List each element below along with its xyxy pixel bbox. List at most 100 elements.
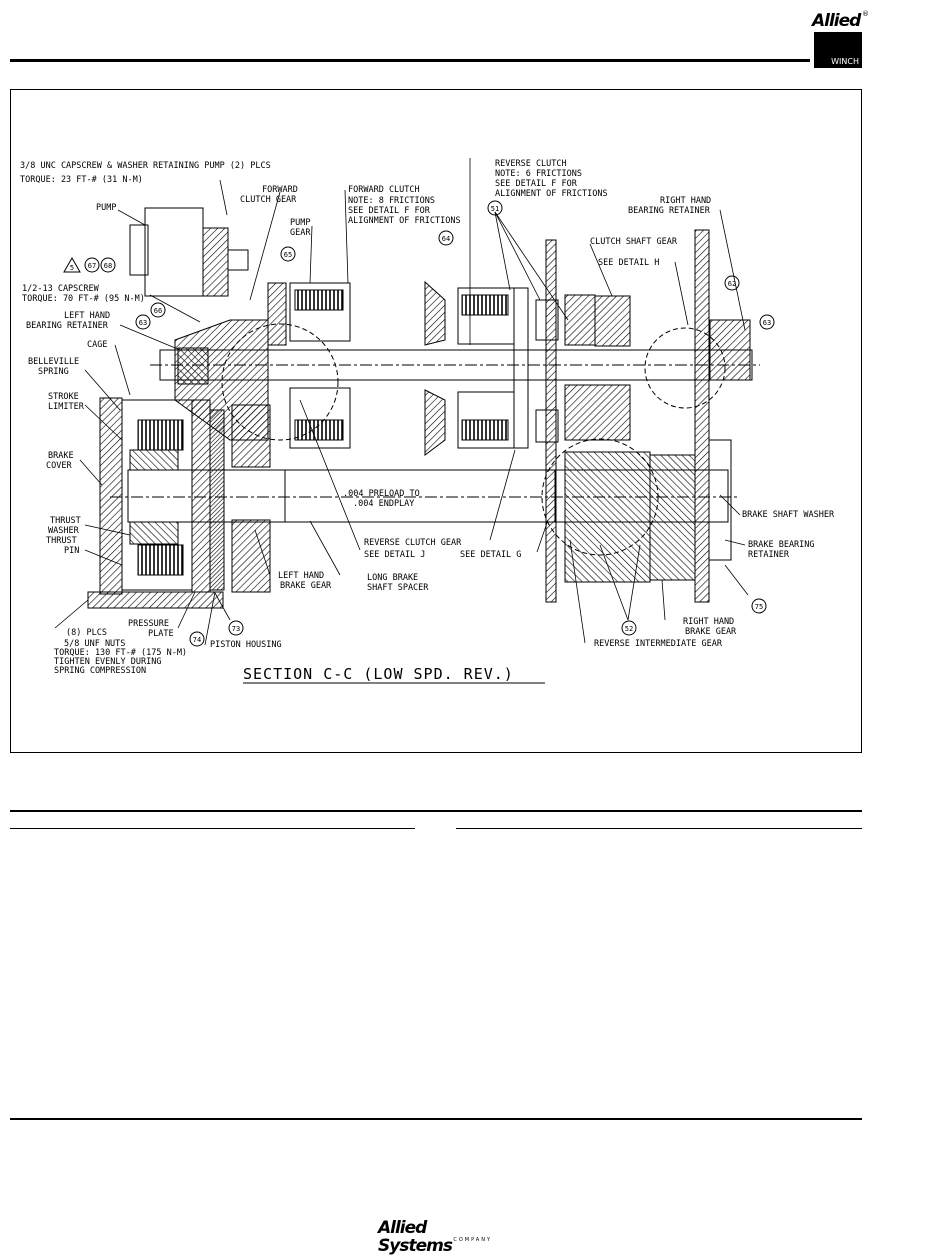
label-pressure-plate-2: PLATE: [148, 629, 174, 639]
label-brake-cover-1: BRAKE: [48, 451, 74, 461]
callout-5: 5: [70, 264, 74, 272]
label-belleville-2: SPRING: [38, 367, 69, 377]
forward-clutch-frictions: [294, 289, 344, 311]
clutch-shaft-gear-lower: [564, 384, 631, 441]
label-clutch-shaft-gear: CLUTCH SHAFT GEAR: [590, 237, 678, 247]
label-pressure-plate-1: PRESSURE: [128, 619, 169, 629]
label-nuts: 5/8 UNF NUTS: [64, 639, 125, 649]
callout-68: 68: [104, 262, 112, 270]
label-plcs: (8) PLCS: [66, 628, 107, 638]
column-rule-right: [456, 828, 862, 829]
bearing-lower: [535, 409, 559, 443]
drum-cutaway-upper: [424, 280, 446, 346]
callout-74-circle: [189, 631, 205, 647]
label-lh-brake-gear-2: BRAKE GEAR: [280, 581, 332, 591]
diagram-labels: 3/8 UNC CAPSCREW & WASHER RETAINING PUMP…: [20, 159, 835, 676]
label-stroke-1: STROKE: [48, 392, 79, 402]
forward-clutch-frictions-lower: [294, 419, 344, 441]
callout-63b: 63: [763, 319, 771, 327]
callout-63a-circle: [135, 314, 151, 330]
brake-studs: [87, 591, 224, 609]
brake-bearing-retainer: [708, 439, 732, 561]
right-hand-brake-gear: [649, 454, 696, 581]
label-forward-clutch-4: ALIGNMENT OF FRICTIONS: [348, 216, 461, 226]
left-hand-bearing-retainer: [177, 347, 209, 385]
label-lh-brake-gear-1: LEFT HAND: [278, 571, 324, 581]
label-pump: PUMP: [96, 203, 116, 213]
label-capscrew: 1/2-13 CAPSCREW: [22, 284, 100, 294]
label-reverse-clutch-2: NOTE: 6 FRICTIONS: [495, 169, 582, 179]
bearing-upper: [535, 299, 559, 341]
brake-cover: [99, 397, 123, 595]
brake-discs-upper: [137, 419, 184, 451]
label-forward-clutch-2: NOTE: 8 FRICTIONS: [348, 196, 435, 206]
label-long-spacer-2: SHAFT SPACER: [367, 583, 429, 593]
callout-63b-circle: [759, 314, 775, 330]
label-forward-clutch-3: SEE DETAIL F FOR: [348, 206, 431, 216]
label-brake-bearing-2: RETAINER: [748, 550, 790, 560]
label-rh-brake-gear-1: RIGHT HAND: [683, 617, 734, 627]
label-lh-retainer-2: BEARING RETAINER: [26, 321, 109, 331]
label-forward-clutch-gear-2: CLUTCH GEAR: [240, 195, 297, 205]
label-nuts-tighten: TIGHTEN EVENLY DURING: [54, 657, 161, 667]
label-reverse-clutch-4: ALIGNMENT OF FRICTIONS: [495, 189, 608, 199]
label-nuts-spring: SPRING COMPRESSION: [54, 666, 146, 676]
forward-clutch-pack-lower: [289, 387, 351, 449]
thrust-washer: [129, 521, 179, 545]
detail-h-boundary: [644, 327, 726, 409]
label-cage: CAGE: [87, 340, 107, 350]
winch-assembly: [54, 158, 760, 646]
label-brake-shaft-washer: BRAKE SHAFT WASHER: [742, 510, 835, 520]
callout-67: 67: [88, 262, 96, 270]
callout-75-circle: [751, 598, 767, 614]
left-hand-brake-gear: [231, 519, 271, 593]
pump-mount: [202, 227, 229, 297]
pump-body: [144, 207, 204, 297]
callout-62: 62: [728, 280, 736, 288]
allied-winch-logo: Allied ® WINCH: [812, 10, 869, 68]
label-pump-gear-2: GEAR: [290, 228, 311, 238]
pressure-plate: [191, 399, 211, 593]
callout-68-circle: [100, 257, 116, 273]
label-pump-capscrew: 3/8 UNC CAPSCREW & WASHER RETAINING PUMP…: [20, 161, 271, 171]
label-preload: .004 PRELOAD TO: [343, 489, 420, 499]
label-see-detail-h: SEE DETAIL H: [598, 258, 659, 268]
label-reverse-clutch-gear: REVERSE CLUTCH GEAR: [364, 538, 462, 548]
callout-63a: 63: [139, 319, 147, 327]
drawing-frame: [10, 89, 862, 753]
callout-67-circle: [84, 257, 100, 273]
logo-block: WINCH: [814, 32, 862, 68]
pump-end: [129, 224, 149, 276]
label-lh-retainer-1: LEFT HAND: [64, 311, 110, 321]
logo-brand: Allied: [812, 10, 862, 32]
callout-75: 75: [755, 603, 763, 611]
label-nuts-torque: TORQUE: 130 FT-# (175 N-M): [54, 648, 187, 658]
belleville-spring: [129, 449, 179, 471]
reverse-clutch-frictions: [461, 294, 509, 316]
callout-5-triangle: [63, 256, 81, 273]
left-hand-brake-gear-upper: [231, 404, 271, 468]
label-reverse-clutch-3: SEE DETAIL F FOR: [495, 179, 578, 189]
pump-fitting: [227, 249, 249, 271]
label-brake-cover-2: COVER: [46, 461, 72, 471]
right-hand-bearing-retainer: [709, 319, 751, 381]
label-forward-clutch-gear-1: FORWARD: [262, 185, 298, 195]
center-housing-plate: [545, 239, 557, 603]
reverse-clutch-frictions-lower: [461, 419, 509, 441]
callout-52-circle: [621, 620, 637, 636]
body-rule-bottom: [10, 1118, 862, 1120]
label-capscrew-torque: TORQUE: 70 FT-# (95 N-M): [22, 294, 145, 304]
label-stroke-2: LIMITER: [48, 402, 85, 412]
label-piston-housing: PISTON HOUSING: [210, 640, 282, 650]
callout-66-circle: [150, 302, 166, 318]
callout-51: 51: [491, 205, 499, 213]
column-rule-left: [10, 828, 415, 829]
body-rule-top: [10, 810, 862, 812]
callout-73-circle: [228, 620, 244, 636]
label-long-spacer-1: LONG BRAKE: [367, 573, 418, 583]
label-thrust-washer-1: THRUST: [50, 516, 81, 526]
label-rh-retainer-2: BEARING RETAINER: [628, 206, 711, 216]
label-endplay: .004 ENDPLAY: [353, 499, 414, 509]
long-brake-shaft-spacer: [284, 469, 556, 523]
label-pump-gear-1: PUMP: [290, 218, 310, 228]
